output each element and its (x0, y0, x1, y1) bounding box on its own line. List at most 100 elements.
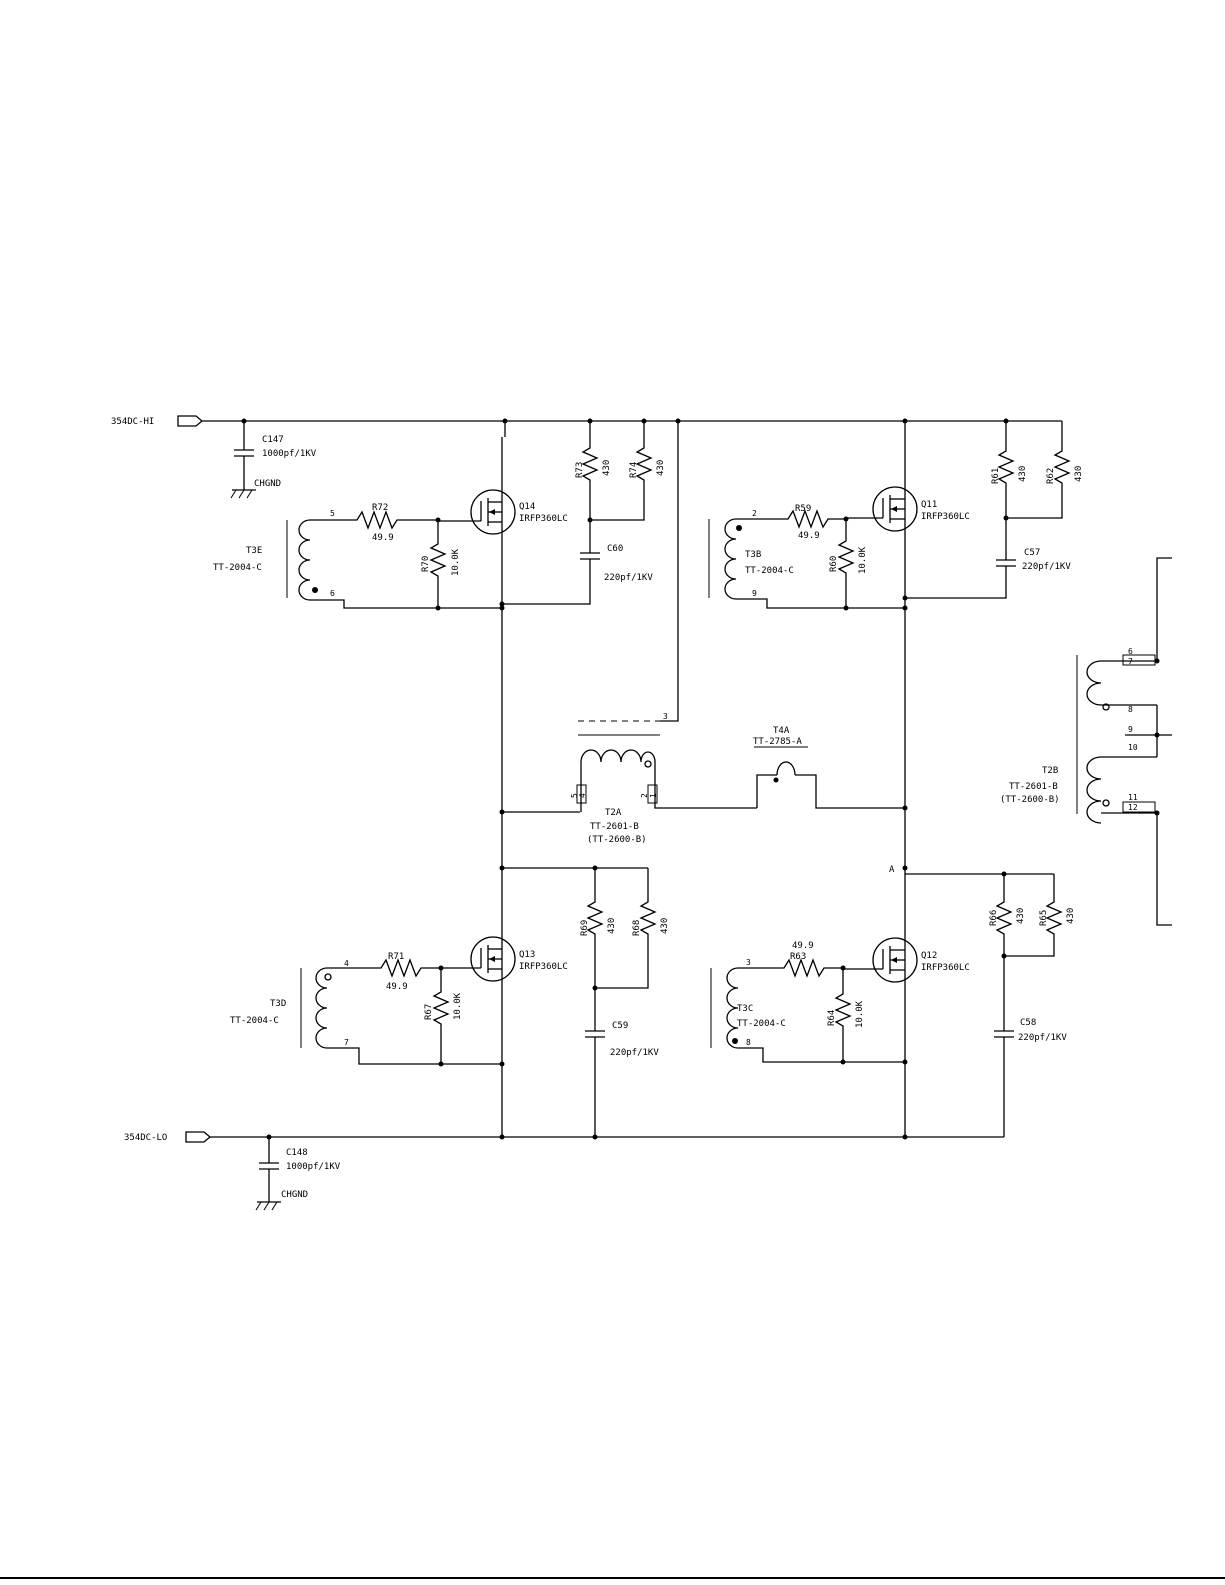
port-lo-label: 354DC-LO (124, 1133, 167, 1143)
q14-part: IRFP360LC (519, 514, 568, 524)
t2a-pin-l1: 5 (570, 793, 579, 798)
r66-value: 430 (1016, 908, 1026, 924)
q11-part: IRFP360LC (921, 512, 970, 522)
r66-ref: R66 (989, 910, 999, 926)
t2b-pin-9: 9 (1128, 725, 1133, 734)
t3d-part: TT-2004-C (230, 1016, 279, 1026)
q14-symbol (438, 489, 516, 535)
t3c-pin-a: 3 (746, 958, 751, 967)
r67-value: 10.0K (453, 992, 463, 1020)
r67-ref: R67 (424, 1004, 434, 1020)
c59-value: 220pf/1KV (610, 1048, 659, 1058)
r74-ref: R74 (629, 462, 639, 478)
r70-value: 10.0K (451, 548, 461, 576)
r62-value: 430 (1074, 466, 1084, 482)
chgnd-label-2: CHGND (281, 1190, 308, 1200)
t3b-symbol (708, 509, 905, 609)
r71-ref: R71 (388, 952, 404, 962)
c147-value: 1000pf/1KV (262, 449, 317, 459)
t2a-part: TT-2601-B (590, 822, 639, 832)
r61-value: 430 (1018, 466, 1028, 482)
left-half-bridge-wiring (501, 421, 648, 1137)
t2a-pin-top: 3 (663, 712, 668, 721)
r64-symbol (834, 968, 852, 1062)
r74-value: 430 (656, 460, 666, 476)
t2a-pin-l2: 4 (578, 793, 587, 798)
r73-ref: R73 (575, 462, 585, 478)
c147-ref: C147 (262, 435, 284, 445)
t3b-pin-b: 9 (752, 589, 757, 598)
q14-ref: Q14 (519, 502, 535, 512)
t4a-symbol (754, 746, 905, 809)
r66-r65-c58-network (994, 874, 1063, 1137)
c60-value: 220pf/1KV (604, 573, 653, 583)
t3c-part: TT-2004-C (737, 1019, 786, 1029)
page-bottom-rule (0, 1577, 1225, 1579)
right-half-bridge-wiring (904, 421, 1054, 1137)
r70-symbol (429, 520, 447, 608)
q11-ref: Q11 (921, 500, 937, 510)
r64-value: 10.0K (855, 1000, 865, 1028)
lo-rail (185, 1131, 1004, 1143)
t3d-symbol (300, 958, 502, 1065)
r61-r62-c57-network (905, 421, 1071, 599)
r71-value: 49.9 (386, 982, 408, 992)
t3e-symbol (286, 510, 502, 609)
q13-ref: Q13 (519, 950, 535, 960)
c148-symbol (255, 1137, 281, 1211)
q13-symbol (441, 936, 516, 982)
t3c-ref: T3C (737, 1004, 753, 1014)
t3d-pin-a: 4 (344, 959, 349, 968)
t2a-symbol (576, 421, 757, 812)
t2b-ref: T2B (1042, 766, 1058, 776)
c148-value: 1000pf/1KV (286, 1162, 341, 1172)
t2b-alt: (TT-2600-B) (1000, 795, 1060, 805)
r72-value: 49.9 (372, 533, 394, 543)
junction-dots (241, 418, 1160, 1140)
r60-value: 10.0K (858, 546, 868, 574)
t3e-pin-b: 6 (330, 589, 335, 598)
r67-symbol (432, 968, 450, 1064)
t3c-pin-b: 8 (746, 1038, 751, 1047)
r68-ref: R68 (632, 920, 642, 936)
r72-ref: R72 (372, 503, 388, 513)
port-hi-label: 354DC-HI (111, 417, 154, 427)
r68-value: 430 (660, 918, 670, 934)
c147-symbol (230, 421, 256, 499)
r60-ref: R60 (829, 556, 839, 572)
t3b-pin-a: 2 (752, 509, 757, 518)
c58-ref: C58 (1020, 1018, 1036, 1028)
t2b-pin-7: 7 (1128, 657, 1133, 666)
t2b-part: TT-2601-B (1009, 782, 1058, 792)
r63-ref: R63 (790, 952, 806, 962)
t3e-ref: T3E (246, 546, 262, 556)
t3b-ref: T3B (745, 550, 761, 560)
t4a-part: TT-2785-A (753, 737, 802, 747)
r63-value: 49.9 (792, 941, 814, 951)
c57-value: 220pf/1KV (1022, 562, 1071, 572)
r59-value: 49.9 (798, 531, 820, 541)
r73-value: 430 (602, 460, 612, 476)
r70-ref: R70 (421, 556, 431, 572)
q12-part: IRFP360LC (921, 963, 970, 973)
r59-ref: R59 (795, 504, 811, 514)
r69-value: 430 (607, 918, 617, 934)
q13-part: IRFP360LC (519, 962, 568, 972)
c148-ref: C148 (286, 1148, 308, 1158)
t3b-part: TT-2004-C (745, 566, 794, 576)
chgnd-label-1: CHGND (254, 479, 281, 489)
t2b-pin-11: 11 (1128, 793, 1138, 802)
t2b-symbol (1076, 557, 1172, 926)
r64-ref: R64 (827, 1010, 837, 1026)
t3d-ref: T3D (270, 999, 286, 1009)
c58-value: 220pf/1KV (1018, 1033, 1067, 1043)
r69-r68-c59-network (585, 868, 657, 1137)
c57-ref: C57 (1024, 548, 1040, 558)
t2b-pin-8: 8 (1128, 705, 1133, 714)
t2a-pin-r2: 1 (649, 793, 658, 798)
t3d-pin-b: 7 (344, 1038, 349, 1047)
t3e-part: TT-2004-C (213, 563, 262, 573)
t2b-pin-6: 6 (1128, 647, 1133, 656)
t3c-symbol (710, 958, 905, 1063)
